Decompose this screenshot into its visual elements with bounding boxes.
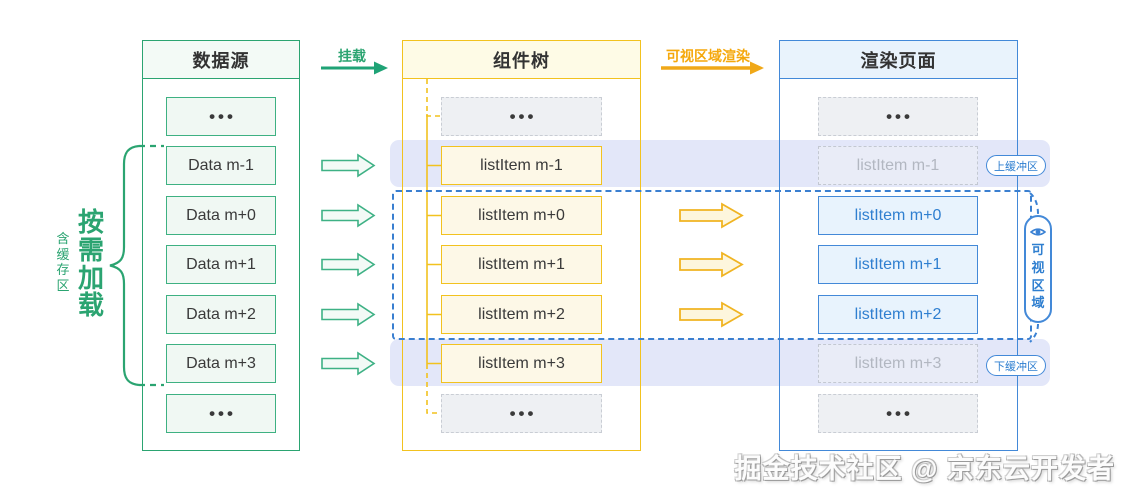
data-ellipsis-top: ••• <box>166 97 276 136</box>
page-item-m2: listItem m+2 <box>818 295 978 334</box>
with-buffer-label: 含缓存区 <box>56 231 70 293</box>
data-item-m-1: Data m-1 <box>166 146 276 185</box>
render-flow-arrows <box>679 202 744 328</box>
tree-ellipsis-bottom: ••• <box>441 394 602 433</box>
page-ellipsis-bottom: ••• <box>818 394 978 433</box>
page-item-m-1: listItem m-1 <box>818 146 978 185</box>
render-page-title: 渲染页面 <box>780 41 1017 79</box>
data-source-title: 数据源 <box>143 41 299 79</box>
data-item-m1: Data m+1 <box>166 245 276 284</box>
tree-item-m3: listItem m+3 <box>441 344 602 383</box>
page-ellipsis-top: ••• <box>818 97 978 136</box>
viewport-render-label: 可视区域渲染 <box>666 48 750 64</box>
mount-label: 挂载 <box>338 48 366 64</box>
page-item-m0: listItem m+0 <box>818 196 978 235</box>
upper-buffer-badge: 上缓冲区 <box>986 155 1046 176</box>
load-on-demand-label: 按需加载 <box>77 207 104 321</box>
data-flow-arrows <box>321 153 376 376</box>
data-item-m3: Data m+3 <box>166 344 276 383</box>
viewport-capsule: 可视区域 <box>1024 215 1052 323</box>
tree-ellipsis-top: ••• <box>441 97 602 136</box>
tree-item-m0: listItem m+0 <box>441 196 602 235</box>
viewport-label: 可视区域 <box>1031 242 1045 311</box>
data-ellipsis-bottom: ••• <box>166 394 276 433</box>
page-item-m3: listItem m+3 <box>818 344 978 383</box>
component-tree-title: 组件树 <box>403 41 640 79</box>
watermark: 掘金技术社区 @ 京东云开发者 <box>734 454 1115 484</box>
render-page-column: 渲染页面 <box>779 40 1018 451</box>
tree-item-m2: listItem m+2 <box>441 295 602 334</box>
data-source-column: 数据源 <box>142 40 300 451</box>
data-item-m0: Data m+0 <box>166 196 276 235</box>
page-item-m1: listItem m+1 <box>818 245 978 284</box>
tree-item-m1: listItem m+1 <box>441 245 602 284</box>
component-tree-column: 组件树 <box>402 40 641 451</box>
tree-item-m-1: listItem m-1 <box>441 146 602 185</box>
eye-icon <box>1030 226 1046 238</box>
lower-buffer-badge: 下缓冲区 <box>986 355 1046 376</box>
data-item-m2: Data m+2 <box>166 295 276 334</box>
